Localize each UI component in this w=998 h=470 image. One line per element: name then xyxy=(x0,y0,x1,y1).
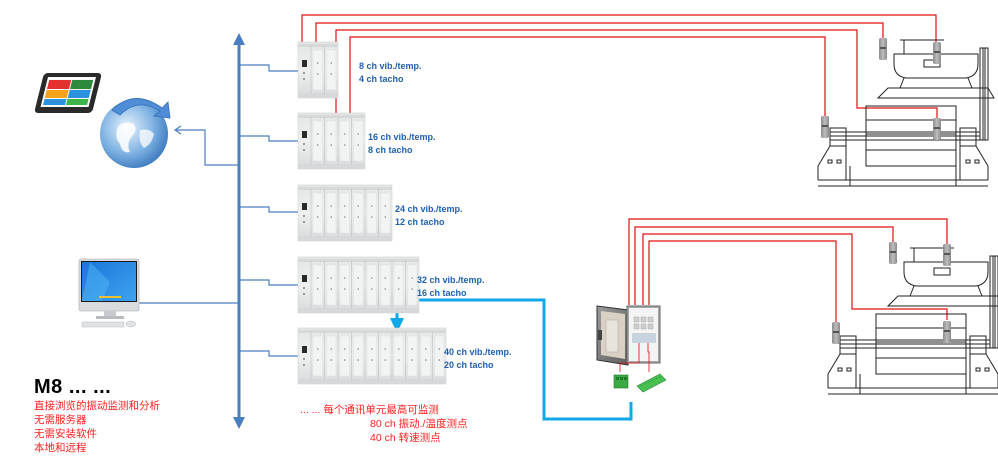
machines xyxy=(817,38,998,395)
io-module xyxy=(297,41,339,99)
io-module xyxy=(297,184,393,242)
io-module xyxy=(297,256,420,314)
sensor-wires-set-2 xyxy=(628,218,948,322)
io-module xyxy=(297,327,447,385)
motor-pump-machine-icon xyxy=(817,39,995,187)
tacho-channels: 20 ch tacho xyxy=(444,360,494,370)
ethernet-port-icon xyxy=(302,60,307,67)
sensor-wire xyxy=(642,233,948,320)
vibration-sensor-icon xyxy=(933,42,941,64)
module-channel-label: 16 ch vib./temp. 8 ch tacho xyxy=(368,131,436,157)
module-channel-label: 8 ch vib./temp. 4 ch tacho xyxy=(359,60,422,86)
tablet-icon xyxy=(34,73,102,113)
bus-arrow-up-icon xyxy=(233,33,245,45)
sensor-wire xyxy=(315,22,884,48)
bus-connectors xyxy=(139,64,301,357)
junction-cabinet-icon xyxy=(596,305,661,372)
bus-arrow-down-icon xyxy=(233,417,245,429)
tacho-channels: 4 ch tacho xyxy=(359,74,404,84)
capacity-note-line1: ... ... 每个通讯单元最高可监测 xyxy=(300,404,439,416)
ethernet-port-icon xyxy=(302,346,307,353)
vibration-sensor-icon xyxy=(832,322,840,344)
vib-temp-channels: 32 ch vib./temp. xyxy=(417,275,485,285)
sensor-wire xyxy=(301,14,937,48)
vibration-sensor-icon xyxy=(821,116,829,138)
io-module xyxy=(297,112,366,170)
sensor-wire xyxy=(628,218,948,305)
capacity-note: ... ... 每个通讯单元最高可监测 80 ch 振动./温度测点 40 ch… xyxy=(300,403,467,445)
motor-pump-machine-icon xyxy=(827,247,998,395)
tacho-channels: 8 ch tacho xyxy=(368,145,413,155)
module-channel-label: 40 ch vib./temp. 20 ch tacho xyxy=(444,346,512,372)
vib-temp-channels: 8 ch vib./temp. xyxy=(359,61,422,71)
vibration-sensor-icon xyxy=(879,38,887,60)
sensor-wire xyxy=(648,240,837,322)
io-modules xyxy=(297,41,447,385)
feature-item: 直接浏览的振动监测和分析 xyxy=(34,400,160,412)
module-channel-label: 24 ch vib./temp. 12 ch tacho xyxy=(395,203,463,229)
capacity-note-line3: 40 ch 转速测点 xyxy=(370,432,441,444)
feature-list: 直接浏览的振动监测和分析 无需服务器 无需安装软件 本地和远程 xyxy=(34,399,160,455)
vib-temp-channels: 24 ch vib./temp. xyxy=(395,204,463,214)
capacity-note-line2: 80 ch 振动./温度测点 xyxy=(370,418,468,430)
sensor-wire xyxy=(349,36,826,118)
tacho-channels: 12 ch tacho xyxy=(395,217,445,227)
sensor-wire xyxy=(634,226,894,305)
vibration-sensor-icon xyxy=(889,242,897,264)
desktop-computer-icon xyxy=(78,258,140,328)
vibration-sensor-icon xyxy=(933,118,941,140)
sensor-wire xyxy=(335,29,938,119)
feature-item: 本地和远程 xyxy=(34,442,87,454)
ethernet-arrow-down-icon xyxy=(390,318,404,333)
vibration-sensor-icon xyxy=(943,321,951,343)
ethernet-port-icon xyxy=(302,275,307,282)
vib-temp-channels: 16 ch vib./temp. xyxy=(368,132,436,142)
network-bus xyxy=(233,33,245,429)
terminal-strip-icon xyxy=(636,373,667,393)
product-title: M8 ... ... xyxy=(34,376,112,398)
globe-icon xyxy=(100,98,171,168)
feature-item: 无需服务器 xyxy=(34,414,87,426)
vib-temp-channels: 40 ch vib./temp. xyxy=(444,347,512,357)
vibration-sensor-icon xyxy=(943,244,951,266)
feature-item: 无需安装软件 xyxy=(34,428,97,440)
terminal-block-icon xyxy=(613,374,629,389)
module-channel-label: 32 ch vib./temp. 16 ch tacho xyxy=(417,274,485,300)
ethernet-port-icon xyxy=(302,131,307,138)
tacho-channels: 16 ch tacho xyxy=(417,288,467,298)
ethernet-port-icon xyxy=(302,203,307,210)
